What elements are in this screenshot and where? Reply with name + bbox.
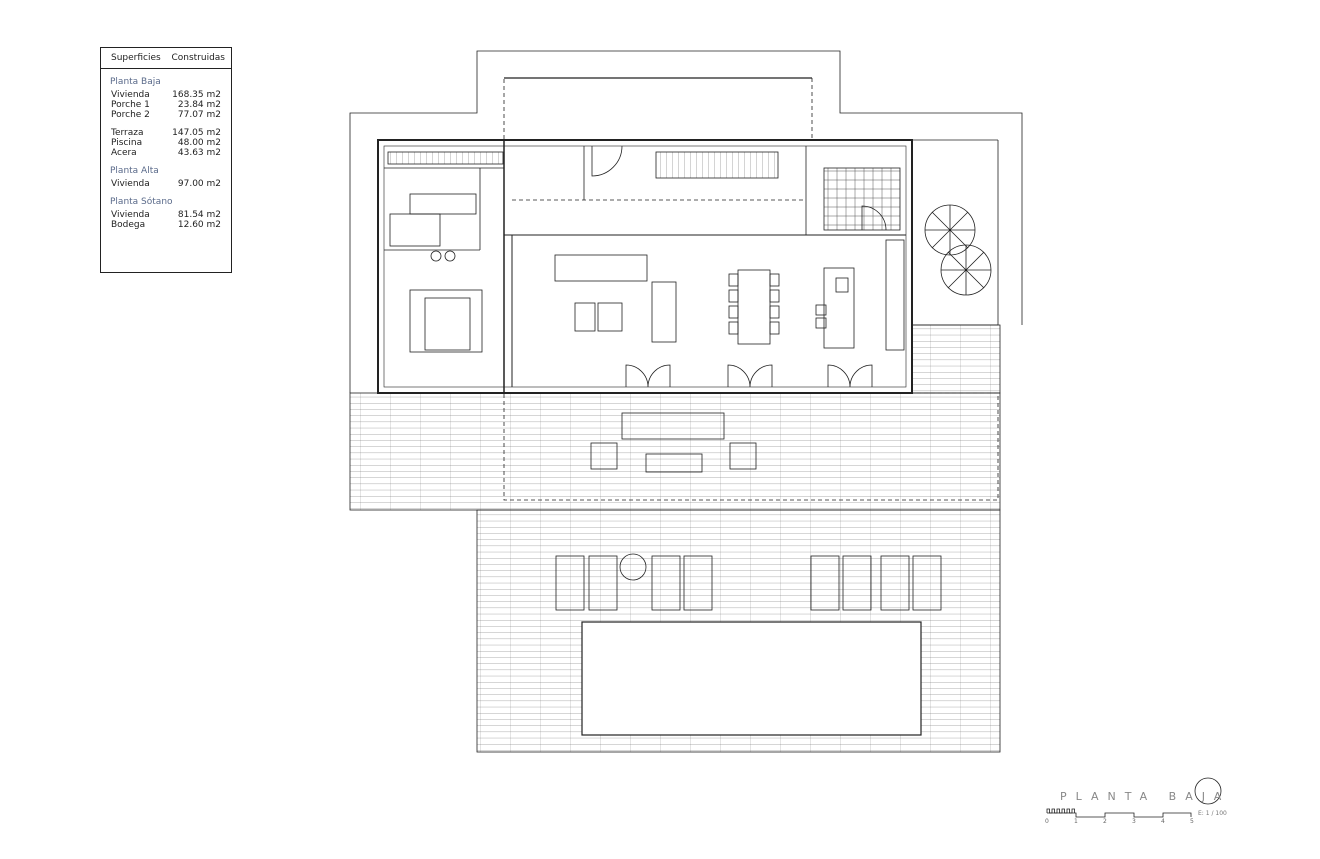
side-deck bbox=[911, 324, 1001, 394]
section-title: Planta Sótano bbox=[110, 197, 173, 207]
surface-row: Vivienda 81.54 m2 bbox=[101, 210, 231, 220]
surface-name: Porche 1 bbox=[111, 100, 150, 110]
scale-bar-fine bbox=[1046, 808, 1075, 814]
surface-area: 168.35 m2 bbox=[172, 90, 221, 100]
surface-area: 48.00 m2 bbox=[177, 138, 221, 148]
kitchen-island bbox=[823, 267, 855, 349]
surface-area: 43.63 m2 bbox=[177, 148, 221, 158]
plan-title: PLANTA BAJA bbox=[1060, 790, 1231, 803]
surface-area: 97.00 m2 bbox=[177, 179, 221, 189]
surface-name: Piscina bbox=[111, 138, 143, 148]
surface-area: 77.07 m2 bbox=[177, 110, 221, 120]
scale-tick: 2 bbox=[1103, 818, 1107, 825]
surface-row: Terraza 147.05 m2 bbox=[101, 128, 231, 138]
surface-row: Bodega 12.60 m2 bbox=[101, 220, 231, 230]
terrace-deck bbox=[349, 392, 1001, 511]
dining-chairs bbox=[728, 273, 780, 335]
scale-tick: 5 bbox=[1190, 818, 1194, 825]
surface-row: Porche 2 77.07 m2 bbox=[101, 110, 231, 120]
upper-porch bbox=[503, 77, 813, 141]
tree-icon bbox=[924, 204, 976, 256]
surface-name: Vivienda bbox=[111, 179, 150, 189]
surface-name: Terraza bbox=[111, 128, 144, 138]
section-title: Planta Alta bbox=[110, 166, 159, 176]
surface-name: Porche 2 bbox=[111, 110, 150, 120]
surface-area: 23.84 m2 bbox=[177, 100, 221, 110]
sofa bbox=[554, 254, 648, 282]
scale-label: E: 1 / 100 bbox=[1198, 810, 1227, 817]
north-symbol bbox=[1194, 777, 1222, 805]
surface-name: Vivienda bbox=[111, 90, 150, 100]
surface-row: Vivienda 97.00 m2 bbox=[101, 179, 231, 189]
house-walls bbox=[377, 139, 913, 394]
scale-tick: 1 bbox=[1074, 818, 1078, 825]
table-header: Superficies Construidas bbox=[101, 48, 231, 69]
surface-area: 81.54 m2 bbox=[177, 210, 221, 220]
tree-icon bbox=[940, 244, 992, 296]
surface-row: Porche 1 23.84 m2 bbox=[101, 100, 231, 110]
sun-loungers bbox=[555, 553, 942, 611]
surface-area: 147.05 m2 bbox=[172, 128, 221, 138]
plot-boundary bbox=[349, 50, 1023, 393]
swimming-pool bbox=[581, 621, 922, 736]
surface-row: Acera 43.63 m2 bbox=[101, 148, 231, 158]
header-superficies: Superficies bbox=[111, 53, 161, 63]
surface-area: 12.60 m2 bbox=[177, 220, 221, 230]
section-title: Planta Baja bbox=[110, 77, 161, 87]
armchair bbox=[574, 302, 596, 332]
surface-name: Bodega bbox=[111, 220, 146, 230]
scale-bar bbox=[1047, 812, 1192, 818]
scale-tick: 0 bbox=[1045, 818, 1049, 825]
surface-name: Vivienda bbox=[111, 210, 150, 220]
staircase bbox=[655, 151, 779, 179]
outdoor-sofa bbox=[621, 412, 725, 440]
scale-tick: 3 bbox=[1132, 818, 1136, 825]
coffee-table bbox=[645, 453, 703, 473]
surface-row: Vivienda 168.35 m2 bbox=[101, 90, 231, 100]
dining-table bbox=[737, 269, 771, 345]
header-construidas: Construidas bbox=[171, 53, 225, 63]
scale-tick: 4 bbox=[1161, 818, 1165, 825]
bed bbox=[409, 289, 483, 353]
wardrobe bbox=[387, 151, 504, 165]
surface-row: Piscina 48.00 m2 bbox=[101, 138, 231, 148]
surface-name: Acera bbox=[111, 148, 137, 158]
